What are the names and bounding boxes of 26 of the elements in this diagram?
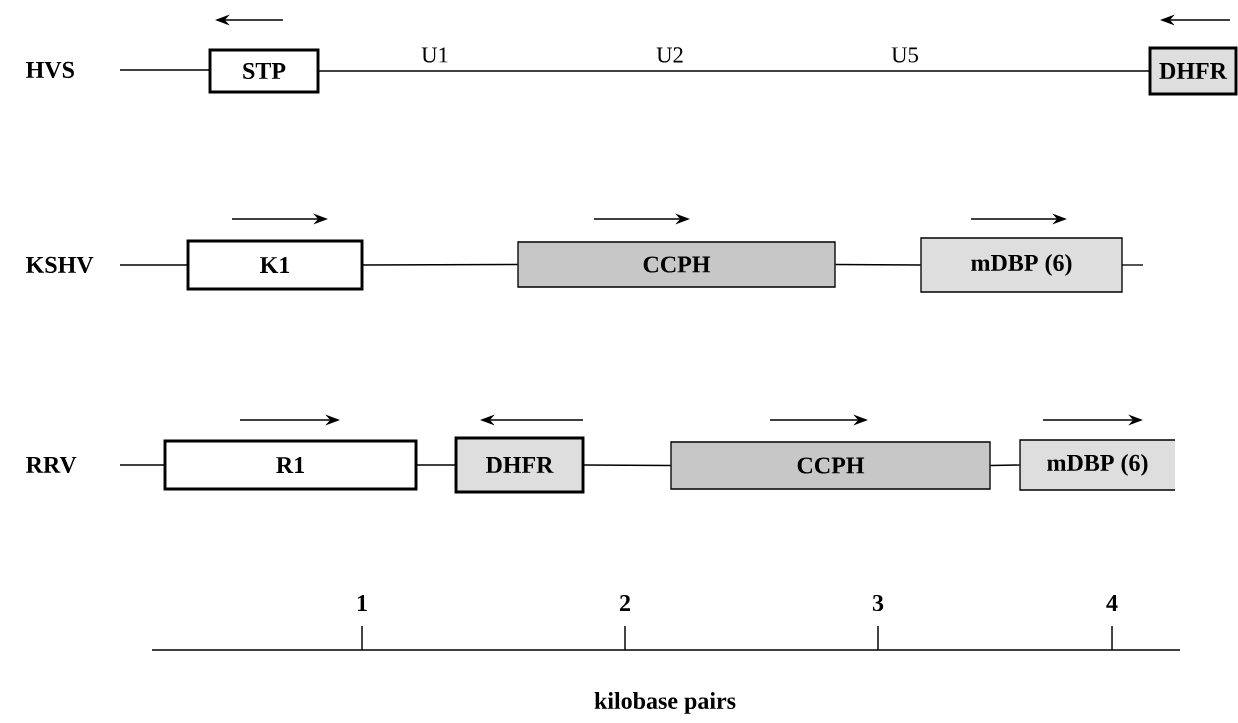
gene-box: R1 xyxy=(163,439,418,491)
genome-line xyxy=(317,70,1151,72)
genome-name: RRV xyxy=(26,456,77,474)
gene-box: CCPH xyxy=(517,241,836,288)
gene-box: mDBP (6) xyxy=(920,237,1123,293)
genome-name: HVS xyxy=(26,61,74,79)
genome-line xyxy=(415,464,457,466)
genome-name: KSHV xyxy=(26,256,94,274)
tick-label: 3 xyxy=(872,594,884,612)
genome-line xyxy=(989,464,1021,467)
gene-box: CCPH xyxy=(670,441,991,490)
genome-line xyxy=(582,464,672,467)
region-label: U2 xyxy=(656,47,683,63)
genome-line xyxy=(361,263,519,266)
tick-label: 4 xyxy=(1106,595,1118,611)
region-label: U1 xyxy=(421,47,448,63)
tick-label: 1 xyxy=(357,595,367,611)
gene-box: STP xyxy=(208,48,320,94)
gene-box: DHFR xyxy=(1148,46,1238,96)
tick-label: 2 xyxy=(620,595,630,611)
gene-box: K1 xyxy=(186,239,364,291)
region-label: U5 xyxy=(891,47,918,63)
gene-box: mDBP (6) xyxy=(1019,439,1176,491)
genome-line xyxy=(834,263,922,266)
gene-box: DHFR xyxy=(454,436,585,494)
axis-title: kilobase pairs xyxy=(594,692,736,714)
